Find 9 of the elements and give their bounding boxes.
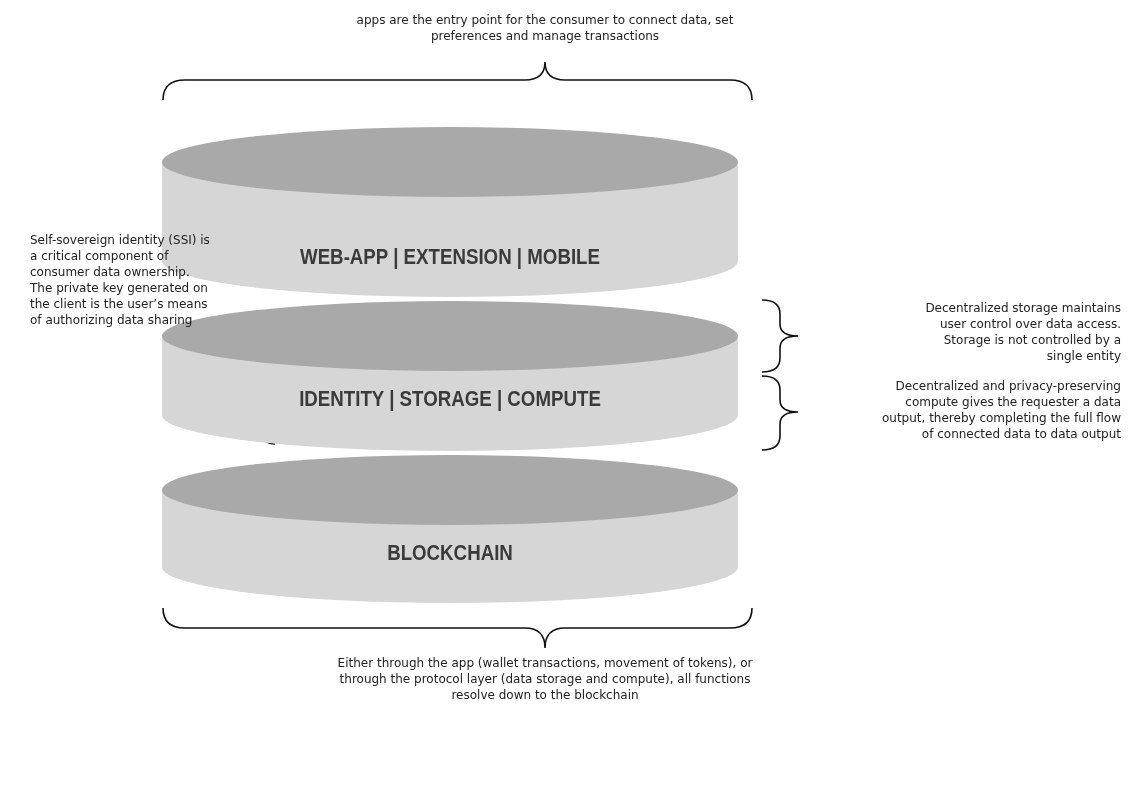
cylinder-layer (160, 454, 740, 604)
layer-label: IDENTITY | STORAGE | COMPUTE (298, 386, 602, 412)
layer-label: BLOCKCHAIN (386, 540, 514, 566)
annotation-text: Either through the app (wallet transactions, movement of tokens), or through the protocol layer (data storage and compute), all functions resolve down to the blockchain (336, 655, 754, 703)
annotation-text: Self-sovereign identity (SSI) is a critical component of consumer data ownership. The private key generated on the client is the user’s means of authorizing data sharing (30, 232, 210, 328)
annotation-text: apps are the entry point for the consumer to connect data, set preferences and manage transactions (355, 12, 735, 44)
layer-label: WEB-APP | EXTENSION | MOBILE (299, 244, 601, 270)
annotation-text: Decentralized and privacy-preserving compute gives the requester a data output, thereby completing the full flow of connected data to data output (880, 378, 1121, 442)
annotation-text: Decentralized storage maintains user control over data access. Storage is not controlled by a single entity (924, 300, 1121, 364)
